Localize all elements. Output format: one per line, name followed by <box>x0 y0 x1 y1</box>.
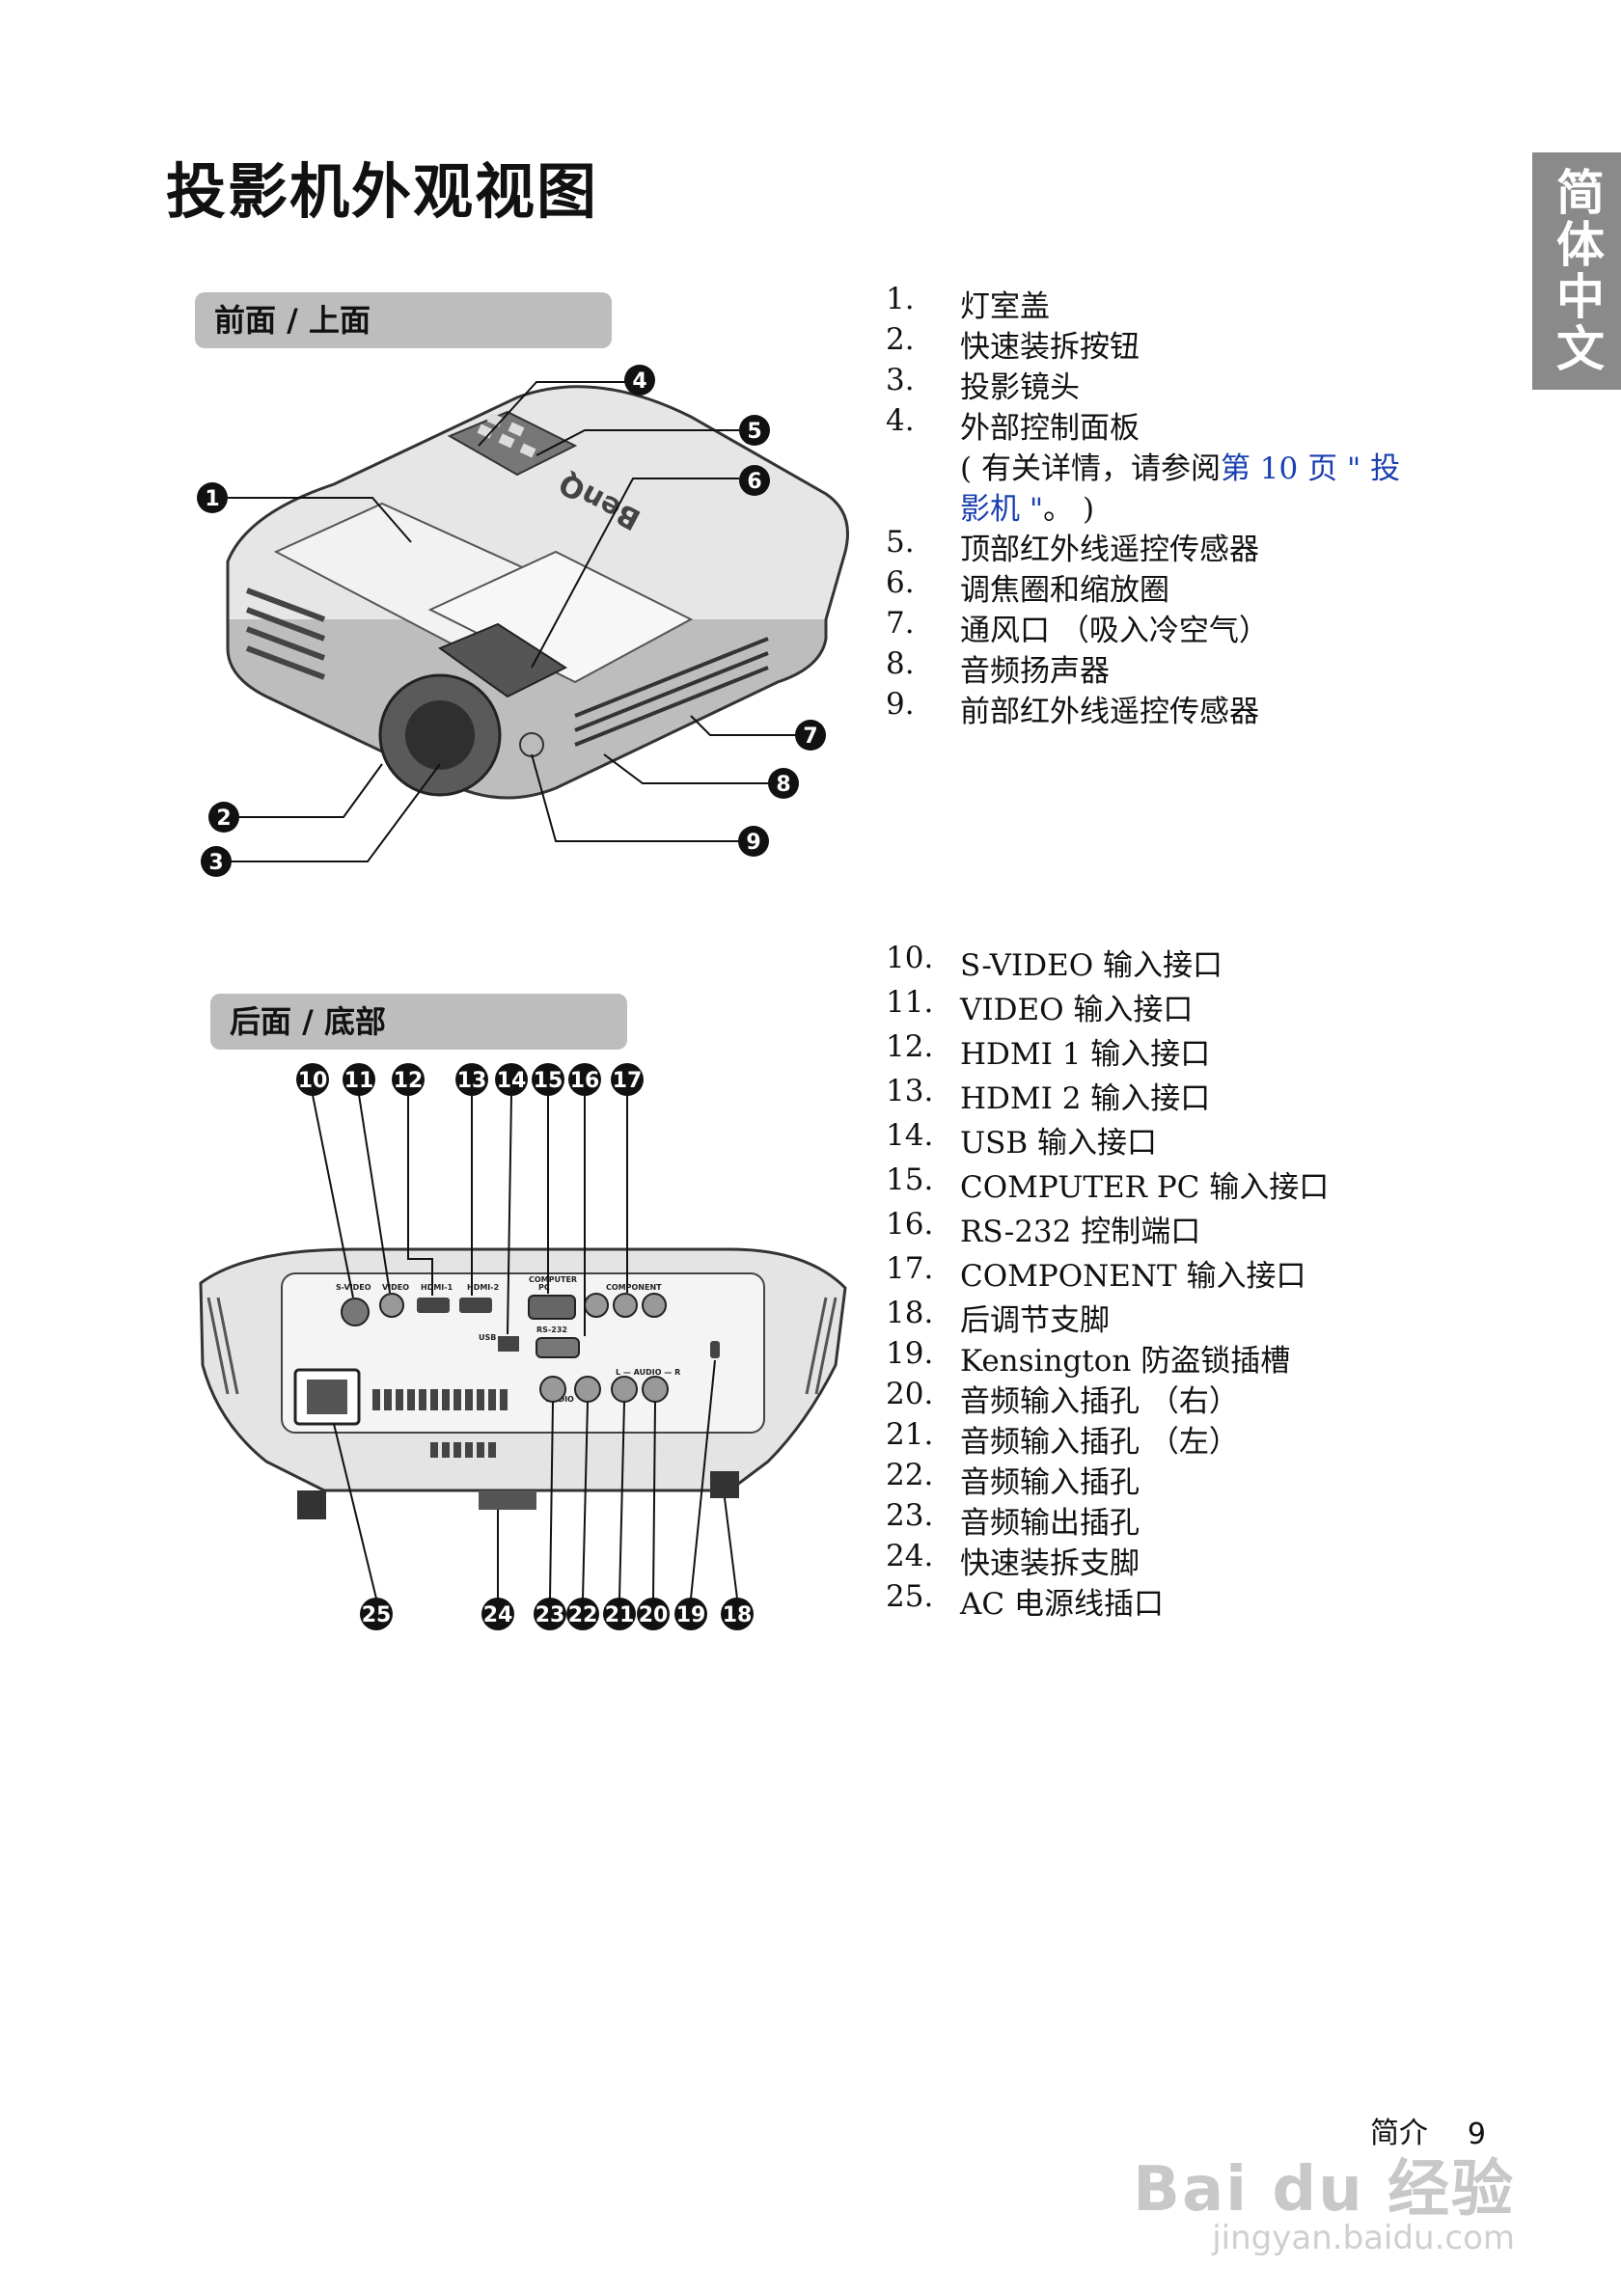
svg-text:13: 13 <box>457 1069 487 1093</box>
callout-6: 6 <box>739 465 770 496</box>
svg-text:24: 24 <box>483 1603 513 1627</box>
callout-10: 10 <box>296 1063 329 1096</box>
svg-text:HDMI-1: HDMI-1 <box>421 1283 453 1292</box>
language-tab: 简体中文 <box>1532 152 1621 390</box>
svg-text:21: 21 <box>605 1603 635 1627</box>
baidu-watermark: Bai du 经验 <box>1133 2154 1515 2226</box>
svg-text:4: 4 <box>632 369 646 394</box>
svg-text:18: 18 <box>723 1603 753 1627</box>
svg-text:7: 7 <box>803 724 817 749</box>
callout-22: 22 <box>566 1598 599 1630</box>
svg-text:10: 10 <box>298 1069 328 1093</box>
svg-text:5: 5 <box>747 420 761 444</box>
svg-text:14: 14 <box>497 1069 527 1093</box>
svg-text:S-VIDEO: S-VIDEO <box>336 1283 371 1292</box>
footer-section-name: 简介 <box>1370 2117 1428 2150</box>
callout-4: 4 <box>624 365 655 396</box>
callout-20: 20 <box>637 1598 670 1630</box>
rear-section-header: 后面 / 底部 <box>210 994 627 1050</box>
projector-rear-illustration: S-VIDEO VIDEO HDMI-1 HDMI-2 COMPUTER PC … <box>199 1094 847 1599</box>
svg-text:8: 8 <box>776 773 790 797</box>
svg-text:RS-232: RS-232 <box>536 1326 567 1334</box>
svg-text:VIDEO: VIDEO <box>382 1283 409 1292</box>
callout-8: 8 <box>768 768 799 799</box>
svg-text:25: 25 <box>362 1603 392 1627</box>
svg-text:3: 3 <box>208 851 223 875</box>
rear-parts-list: 10.S-VIDEO 输入接口 11.VIDEO 输入接口 12.HDMI 1 … <box>886 941 1330 1622</box>
baidu-watermark-url: jingyan.baidu.com <box>1212 2219 1515 2257</box>
svg-text:COMPONENT: COMPONENT <box>606 1283 662 1292</box>
callout-13: 13 <box>455 1063 488 1096</box>
svg-text:6: 6 <box>747 470 761 494</box>
callout-5: 5 <box>739 415 770 446</box>
callout-24: 24 <box>481 1598 514 1630</box>
rear-callouts: 10 11 12 13 14 15 16 17 25 24 23 22 21 2… <box>296 1063 754 1630</box>
svg-text:USB: USB <box>479 1333 496 1342</box>
callout-19: 19 <box>674 1598 707 1630</box>
svg-text:PC: PC <box>538 1283 550 1292</box>
svg-text:COMPUTER: COMPUTER <box>529 1275 577 1284</box>
front-callouts: 1 2 3 4 5 6 7 8 9 <box>197 365 826 877</box>
svg-text:HDMI-2: HDMI-2 <box>467 1283 499 1292</box>
callout-7: 7 <box>795 720 826 751</box>
page-reference-link[interactable]: 第 10 页 " 投 <box>1220 451 1401 486</box>
callout-17: 17 <box>611 1063 644 1096</box>
svg-text:1: 1 <box>205 487 219 511</box>
callout-12: 12 <box>392 1063 425 1096</box>
callout-25: 25 <box>360 1598 393 1630</box>
front-parts-list: 1.灯室盖 2.快速装拆按钮 3.投影镜头 4.外部控制面板 ( 有关详情，请参… <box>886 282 1401 729</box>
callout-2: 2 <box>208 802 239 833</box>
callout-1: 1 <box>197 482 228 513</box>
svg-text:17: 17 <box>613 1069 643 1093</box>
page-title: 投影机外观视图 <box>166 156 599 227</box>
page-number: 9 <box>1467 2118 1486 2151</box>
svg-text:2: 2 <box>216 806 231 831</box>
front-section-header: 前面 / 上面 <box>195 292 612 348</box>
svg-text:15: 15 <box>534 1069 563 1093</box>
svg-text:11: 11 <box>344 1069 374 1093</box>
callout-18: 18 <box>721 1598 754 1630</box>
projector-front-illustration: BenQ <box>226 381 849 862</box>
svg-text:16: 16 <box>570 1069 600 1093</box>
svg-text:20: 20 <box>639 1603 669 1627</box>
svg-text:23: 23 <box>536 1603 565 1627</box>
callout-21: 21 <box>603 1598 636 1630</box>
svg-text:12: 12 <box>394 1069 424 1093</box>
svg-text:9: 9 <box>746 831 760 855</box>
callout-3: 3 <box>201 846 232 877</box>
callout-23: 23 <box>534 1598 566 1630</box>
svg-text:L — AUDIO — R: L — AUDIO — R <box>616 1368 680 1377</box>
callout-14: 14 <box>495 1063 528 1096</box>
callout-15: 15 <box>532 1063 564 1096</box>
page-reference-link-cont[interactable]: 影机 " <box>960 492 1044 527</box>
svg-text:22: 22 <box>568 1603 598 1627</box>
callout-9: 9 <box>738 826 769 857</box>
callout-16: 16 <box>568 1063 601 1096</box>
svg-text:19: 19 <box>676 1603 706 1627</box>
callout-11: 11 <box>343 1063 375 1096</box>
